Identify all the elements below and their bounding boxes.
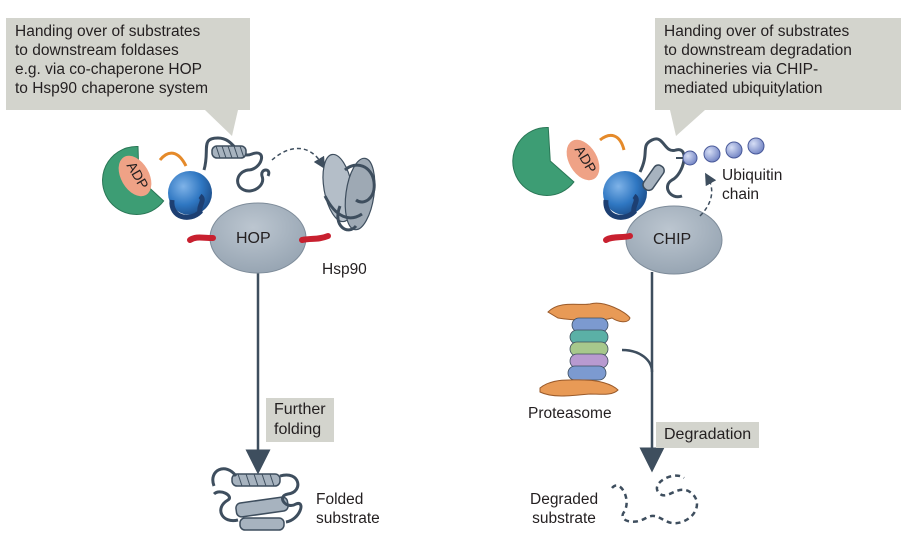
proteasome-icon bbox=[539, 302, 631, 397]
callout-left: Handing over of substrates to downstream… bbox=[6, 18, 250, 110]
ubiquitin-dashed-arrow bbox=[699, 172, 717, 217]
chip-label: CHIP bbox=[653, 231, 692, 248]
hsp70-lid-right bbox=[603, 193, 639, 220]
hop-label: HOP bbox=[236, 230, 271, 247]
adp-nucleotide-right bbox=[566, 139, 600, 181]
callout-right: Handing over of substrates to downstream… bbox=[655, 18, 901, 110]
further-folding-tag: Further folding bbox=[266, 398, 334, 442]
hop-linker-left bbox=[187, 234, 216, 243]
substrate-chain-left bbox=[202, 136, 271, 193]
callout-right-line: machineries via CHIP- bbox=[664, 61, 819, 78]
further-folding-line: folding bbox=[274, 421, 322, 438]
hsp90-dimer bbox=[322, 153, 376, 232]
adp-nucleotide-left bbox=[118, 155, 152, 197]
adp-link-right bbox=[599, 133, 626, 151]
callout-right-line: Handing over of substrates bbox=[664, 23, 850, 40]
degraded-substrate-line: substrate bbox=[532, 510, 596, 527]
callout-right-line: mediated ubiquitylation bbox=[664, 80, 823, 97]
callout-tail-left bbox=[205, 110, 238, 136]
transfer-arrow-left bbox=[271, 147, 326, 170]
callout-left-line: Handing over of substrates bbox=[15, 23, 201, 40]
substrate-helix-right bbox=[642, 164, 665, 192]
chip-linker bbox=[603, 233, 633, 243]
proteasome-branch bbox=[621, 348, 654, 373]
ubiquitin-line: chain bbox=[722, 186, 760, 203]
folded-substrate-line: substrate bbox=[316, 510, 380, 527]
degraded-substrate-label: Degraded substrate bbox=[530, 490, 598, 528]
chip-ellipse bbox=[625, 205, 723, 275]
callout-tail-right bbox=[670, 110, 705, 136]
adp-link-left bbox=[158, 151, 188, 167]
callout-right-line: to downstream degradation bbox=[664, 42, 852, 59]
hsp90-label: Hsp90 bbox=[322, 261, 367, 278]
hsp70-sbd-right bbox=[603, 171, 647, 215]
adp-domain-right bbox=[512, 127, 575, 196]
hsp90-linker bbox=[299, 233, 331, 243]
folded-substrate-label: Folded substrate bbox=[316, 490, 380, 528]
hsp70-lid-left bbox=[169, 193, 205, 220]
callout-left-line: to Hsp90 chaperone system bbox=[15, 80, 208, 97]
folded-substrate-line: Folded bbox=[316, 491, 364, 508]
ubiquitin-chain bbox=[676, 137, 765, 166]
ubiquitin-line: Ubiquitin bbox=[722, 167, 783, 184]
folded-substrate bbox=[211, 467, 303, 531]
further-folding-line: Further bbox=[274, 401, 326, 418]
substrate-helix-left bbox=[211, 145, 247, 159]
proteasome-label: Proteasome bbox=[528, 405, 612, 422]
substrate-chain-right bbox=[638, 137, 686, 199]
degradation-line: Degradation bbox=[664, 426, 752, 443]
callout-left-line: e.g. via co-chaperone HOP bbox=[15, 61, 202, 78]
degraded-substrate-line: Degraded bbox=[530, 491, 599, 508]
ubiquitin-chain-label: Ubiquitin chain bbox=[722, 166, 782, 204]
degradation-tag: Degradation bbox=[656, 422, 760, 448]
callout-left-line: to downstream foldases bbox=[15, 42, 179, 59]
degraded-substrate bbox=[611, 474, 699, 525]
